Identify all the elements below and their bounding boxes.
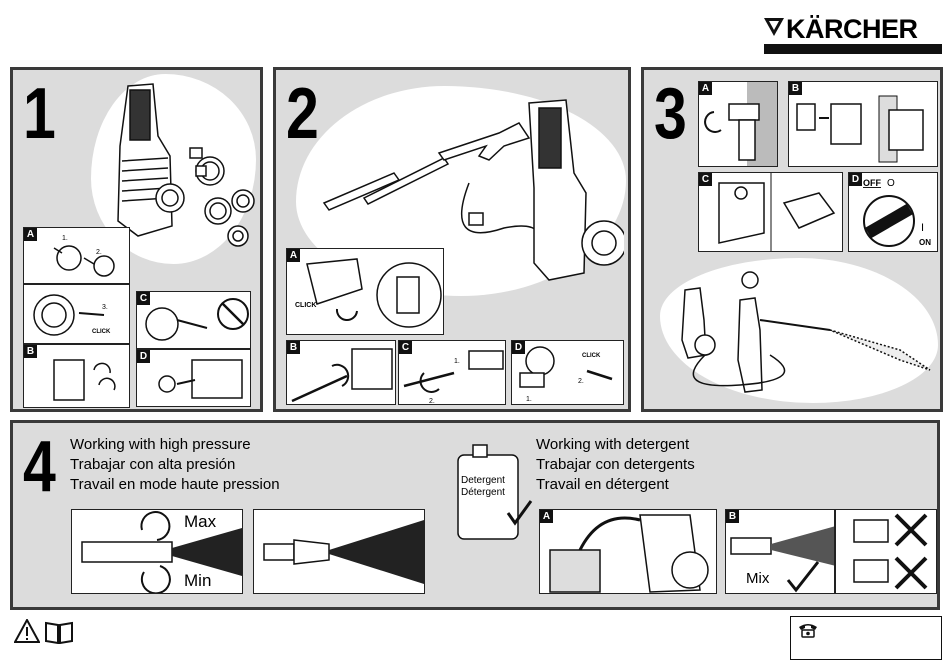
spray-nozzle-box bbox=[253, 509, 425, 594]
step-2-panel: 2 A CLICK B C bbox=[273, 67, 631, 412]
step-4-number: 4 bbox=[23, 431, 54, 503]
detergent-en: Working with detergent bbox=[536, 435, 689, 455]
switch-zero-label: O bbox=[887, 178, 895, 189]
step-4-panel: 4 Working with high pressure Trabajar co… bbox=[10, 420, 940, 610]
step-1b-box: B bbox=[23, 344, 130, 408]
step-3b-box: B bbox=[788, 81, 938, 167]
cross-icon bbox=[896, 515, 926, 545]
step-2c-callout-1: 1. bbox=[454, 358, 460, 365]
high-pressure-fr: Travail en mode haute pression bbox=[70, 475, 280, 495]
checkmark-icon bbox=[788, 562, 818, 590]
detergent-bottle: Detergent Détergent bbox=[453, 443, 533, 543]
step-3a-box: A bbox=[698, 81, 778, 167]
step-2d-click: CLICK bbox=[582, 353, 601, 359]
min-label: Min bbox=[184, 571, 211, 591]
step-3-panel: 3 A B C D OFF bbox=[641, 67, 943, 412]
telephone-icon bbox=[797, 621, 819, 639]
warning-triangle-icon bbox=[14, 619, 40, 648]
step-2a-box: A CLICK bbox=[286, 248, 444, 335]
step-2d-callout-2: 2. bbox=[578, 378, 584, 385]
bottle-label-2: Détergent bbox=[461, 487, 505, 498]
switch-on-label: ON bbox=[919, 238, 931, 247]
switch-one-label: I bbox=[921, 222, 924, 234]
step-1c-box: C bbox=[136, 291, 251, 349]
bottle-label-1: Detergent bbox=[461, 475, 505, 486]
step-3c-box: C bbox=[698, 172, 843, 252]
detergent-es: Trabajar con detergents bbox=[536, 455, 695, 475]
step-1a-callout-2: 2. bbox=[96, 249, 102, 256]
switch-off-label: OFF bbox=[863, 178, 881, 188]
step-2d-box: D CLICK 2. 1. bbox=[511, 340, 624, 405]
nozzle-adjust-box: Max Min bbox=[71, 509, 243, 594]
pressure-washer-parts-illustration bbox=[98, 76, 258, 251]
step-1a-callout-1: 1. bbox=[62, 235, 68, 242]
operator-using-washer-illustration bbox=[660, 260, 940, 400]
step-3d-box: D OFF O I ON bbox=[848, 172, 938, 252]
high-pressure-en: Working with high pressure bbox=[70, 435, 251, 455]
contact-box bbox=[790, 616, 942, 660]
step-1a2-box: 3. CLICK bbox=[23, 284, 130, 344]
mix-label: Mix bbox=[746, 570, 769, 587]
open-book-icon bbox=[44, 620, 74, 649]
max-label: Max bbox=[184, 512, 216, 532]
step-2c-callout-2: 2. bbox=[429, 398, 435, 405]
step-1a-click: CLICK bbox=[92, 329, 111, 335]
step-1a-callout-3: 3. bbox=[102, 304, 108, 311]
wrong-nozzles-box bbox=[835, 509, 937, 594]
brand-logo: KÄRCHER bbox=[762, 14, 944, 56]
step-4b-box: B Mix bbox=[725, 509, 835, 594]
step-2d-callout-1: 1. bbox=[526, 396, 532, 403]
step-4a-box: A bbox=[539, 509, 717, 594]
high-pressure-es: Trabajar con alta presión bbox=[70, 455, 235, 475]
step-1a-box: A 1. 2. bbox=[23, 227, 130, 284]
step-1-panel: 1 A 1. 2. 3. CLICK bbox=[10, 67, 263, 412]
brand-name: KÄRCHER bbox=[786, 14, 918, 44]
step-2b-box: B bbox=[286, 340, 396, 405]
step-1d-box: D bbox=[136, 349, 251, 407]
step-2a-click: CLICK bbox=[295, 302, 316, 309]
step-1-number: 1 bbox=[23, 78, 54, 150]
step-2c-box: C 1. 2. bbox=[398, 340, 506, 405]
detergent-fr: Travail en détergent bbox=[536, 475, 669, 495]
step-3-number: 3 bbox=[654, 78, 685, 150]
cross-icon bbox=[896, 558, 926, 588]
